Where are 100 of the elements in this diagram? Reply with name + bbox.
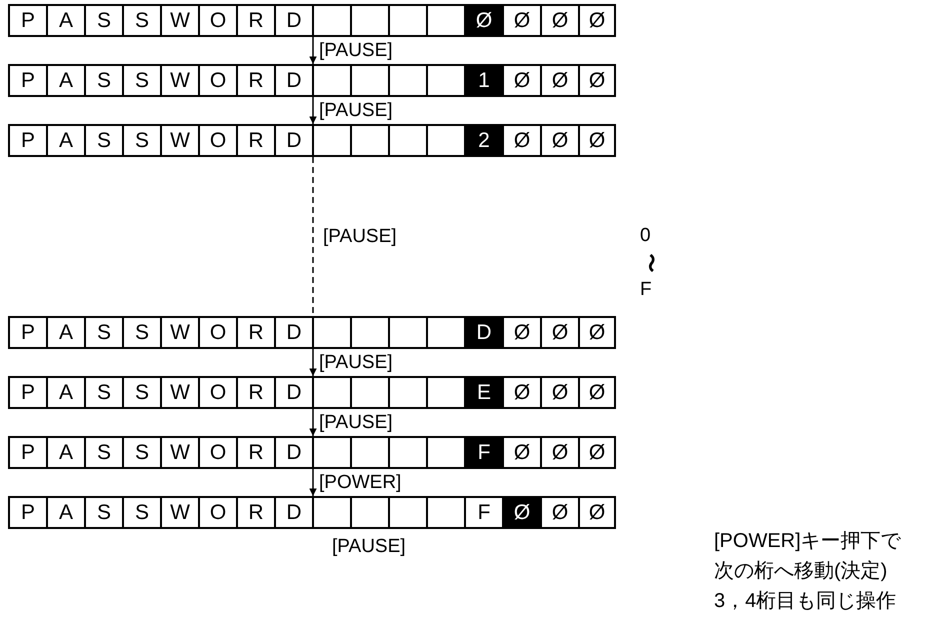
display-cell: Ø bbox=[542, 498, 580, 527]
display-cell: S bbox=[86, 66, 124, 95]
display-cell: S bbox=[124, 126, 162, 155]
range-symbol: 〜 bbox=[638, 254, 660, 272]
display-cell: Ø bbox=[504, 126, 542, 155]
display-cell: Ø bbox=[542, 378, 580, 407]
arrow bbox=[309, 349, 317, 376]
display-cell: Ø bbox=[542, 126, 580, 155]
lcd-display bbox=[8, 64, 616, 97]
display-cell: W bbox=[162, 378, 200, 407]
display-cell: Ø bbox=[504, 378, 542, 407]
highlighted-cell: 1 bbox=[466, 66, 504, 95]
display-cell-text: Ø bbox=[588, 8, 606, 34]
lcd-display bbox=[8, 496, 616, 529]
display-cell: Ø bbox=[504, 318, 542, 347]
display-cell: W bbox=[162, 66, 200, 95]
display-cell: R bbox=[238, 498, 276, 527]
display-cell: R bbox=[238, 378, 276, 407]
display-cell: W bbox=[162, 126, 200, 155]
key-label: [PAUSE] bbox=[332, 536, 406, 558]
display-cell: S bbox=[124, 6, 162, 35]
note-text: 3，4桁目も同じ操作 bbox=[714, 590, 896, 612]
edge-label: [PAUSE] bbox=[323, 226, 397, 248]
display-cell: O bbox=[200, 318, 238, 347]
display-cell: D bbox=[276, 378, 314, 407]
arrow bbox=[309, 409, 317, 436]
display-cell: O bbox=[200, 438, 238, 467]
arrow bbox=[309, 469, 317, 496]
display-cell: D bbox=[276, 438, 314, 467]
display-cell: Ø bbox=[542, 438, 580, 467]
display-cell: D bbox=[276, 6, 314, 35]
display-cell: D bbox=[276, 126, 314, 155]
display-cell: Ø bbox=[504, 66, 542, 95]
display-cell: R bbox=[238, 438, 276, 467]
lcd-display bbox=[8, 316, 616, 349]
lcd-display bbox=[8, 436, 616, 469]
display-cell: P bbox=[10, 438, 48, 467]
highlighted-cell: Ø bbox=[504, 498, 542, 527]
display-cell: Ø bbox=[542, 318, 580, 347]
display-cell: W bbox=[162, 318, 200, 347]
display-cell-text: Ø bbox=[588, 128, 606, 154]
highlighted-cell: F bbox=[466, 438, 504, 467]
arrow bbox=[309, 37, 317, 64]
edge-label: [PAUSE] bbox=[319, 412, 393, 434]
display-cell: A bbox=[48, 498, 86, 527]
display-cell-text: Ø bbox=[588, 440, 606, 466]
note-text: 次の桁へ移動(決定) bbox=[714, 560, 888, 582]
display-cell: Ø bbox=[504, 6, 542, 35]
display-cell: A bbox=[48, 66, 86, 95]
display-cell: S bbox=[86, 378, 124, 407]
highlighted-cell: D bbox=[466, 318, 504, 347]
display-cell: A bbox=[48, 438, 86, 467]
display-cell: R bbox=[238, 318, 276, 347]
display-cell: R bbox=[238, 66, 276, 95]
display-cell: S bbox=[86, 318, 124, 347]
display-cell-text: Ø bbox=[588, 320, 606, 346]
display-cell: Ø bbox=[542, 6, 580, 35]
display-cell: S bbox=[124, 498, 162, 527]
display-cell-text: Ø bbox=[588, 500, 606, 526]
display-cell: S bbox=[124, 438, 162, 467]
display-cell: O bbox=[200, 126, 238, 155]
display-cell: A bbox=[48, 126, 86, 155]
display-cell: A bbox=[48, 6, 86, 35]
display-cell: W bbox=[162, 498, 200, 527]
display-cell: S bbox=[86, 498, 124, 527]
lcd-display bbox=[8, 4, 616, 37]
edge-label: [POWER] bbox=[319, 472, 402, 494]
highlighted-cell: Ø bbox=[466, 6, 504, 35]
display-cell: R bbox=[238, 6, 276, 35]
display-cell-text: Ø bbox=[588, 68, 606, 94]
display-cell: S bbox=[124, 318, 162, 347]
display-cell: S bbox=[86, 126, 124, 155]
display-cell: D bbox=[276, 498, 314, 527]
display-cell: P bbox=[10, 6, 48, 35]
display-cell: Ø bbox=[504, 438, 542, 467]
display-cell: S bbox=[86, 438, 124, 467]
display-cell: S bbox=[86, 6, 124, 35]
display-cell: P bbox=[10, 318, 48, 347]
edge-label: [PAUSE] bbox=[319, 352, 393, 374]
connector-line bbox=[312, 157, 314, 316]
display-cell: S bbox=[124, 378, 162, 407]
display-cell: D bbox=[276, 318, 314, 347]
edge-label: [PAUSE] bbox=[319, 40, 393, 62]
display-cell: P bbox=[10, 126, 48, 155]
display-cell: O bbox=[200, 378, 238, 407]
display-cell: Ø bbox=[542, 66, 580, 95]
lcd-display bbox=[8, 124, 616, 157]
range-start-label: 0 bbox=[640, 225, 651, 247]
lcd-display bbox=[8, 376, 616, 409]
display-cell: D bbox=[276, 66, 314, 95]
highlighted-cell: E bbox=[466, 378, 504, 407]
display-cell: P bbox=[10, 498, 48, 527]
display-cell: W bbox=[162, 6, 200, 35]
display-cell: W bbox=[162, 438, 200, 467]
arrow bbox=[309, 97, 317, 124]
display-cell: O bbox=[200, 498, 238, 527]
display-cell: R bbox=[238, 126, 276, 155]
edge-label: [PAUSE] bbox=[319, 100, 393, 122]
display-cell: O bbox=[200, 6, 238, 35]
display-cell-text: Ø bbox=[588, 380, 606, 406]
